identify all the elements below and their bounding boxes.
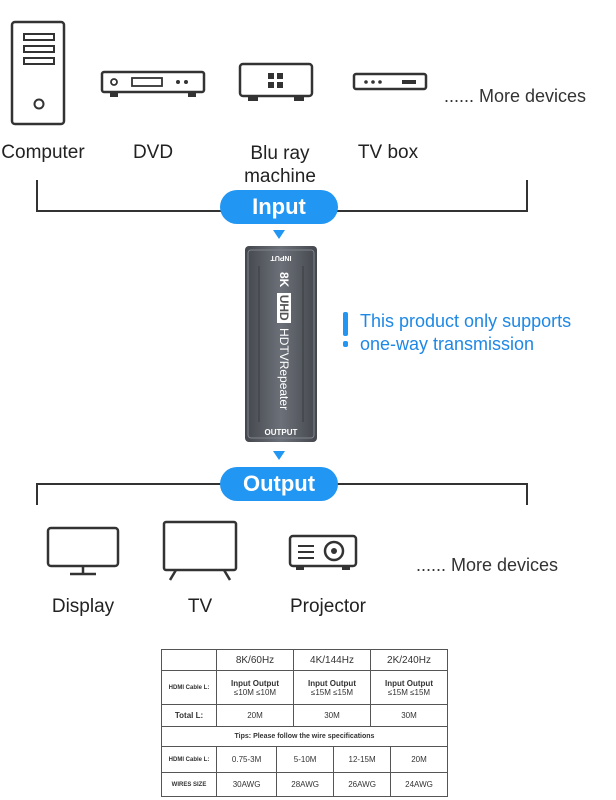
spec-io-4k: Input Output≤15M ≤15M: [293, 670, 371, 705]
monitor-icon: [46, 526, 120, 578]
spec-io-value-2k: ≤15M ≤15M: [387, 687, 431, 697]
spec-io-label-8k: Input Output: [231, 678, 279, 688]
wire-size-2: 28AWG: [276, 772, 335, 797]
note-exclamation-dot: [343, 341, 348, 347]
device-label-display: Display: [51, 596, 115, 617]
spec-mode-8k: 8K/60Hz: [216, 649, 294, 671]
projector-icon: [288, 532, 360, 572]
spec-total-8k: 20M: [216, 704, 294, 727]
spec-io-label-2k: Input Output: [385, 678, 433, 688]
spec-io-value-4k: ≤15M ≤15M: [310, 687, 354, 697]
dvd-player-icon: [100, 70, 206, 100]
output-more-devices: ...... More devices: [416, 555, 559, 575]
spec-total-2k: 30M: [370, 704, 448, 727]
wire-table: HDMI Cable L: 0.75-3M 5-10M 12-15M 20M W…: [161, 746, 448, 797]
spec-mode-4k: 4K/144Hz: [293, 649, 371, 671]
computer-tower-icon: [10, 20, 66, 126]
device-label-tv-box: TV box: [357, 142, 419, 163]
input-arrow-icon: [273, 230, 285, 239]
repeater-model-text: HDTVRepeater: [277, 328, 291, 411]
blu-ray-player-icon: [238, 62, 314, 102]
spec-corner-cell: [161, 649, 217, 671]
spec-io-2k: Input Output≤15M ≤15M: [370, 670, 448, 705]
device-label-blu-ray: Blu ray machine: [244, 143, 316, 187]
device-label-computer: Computer: [1, 142, 85, 163]
repeater-uhd-badge: UHD: [277, 292, 291, 323]
wire-length-4: 20M: [390, 746, 448, 773]
wire-size-label: WIRES SIZE: [161, 772, 217, 797]
wire-length-3: 12-15M: [333, 746, 392, 773]
device-label-dvd: DVD: [132, 142, 174, 163]
wire-size-3: 26AWG: [333, 772, 392, 797]
repeater-input-text: INPUT: [270, 254, 292, 261]
tv-icon: [162, 520, 238, 582]
spec-io-label-4k: Input Output: [308, 678, 356, 688]
spec-tips: Tips: Please follow the wire specificati…: [161, 726, 448, 747]
spec-total-4k: 30M: [293, 704, 371, 727]
output-arrow-icon: [273, 451, 285, 460]
spec-table: 8K/60Hz 4K/144Hz 2K/240Hz HDMI Cable L: …: [161, 649, 448, 747]
repeater-side-label: 8K UHD HDTVRepeater: [274, 272, 294, 412]
device-label-tv: TV: [187, 596, 213, 617]
wire-length-2: 5-10M: [276, 746, 335, 773]
spec-io-value-8k: ≤10M ≤10M: [233, 687, 277, 697]
tv-box-icon: [352, 72, 428, 94]
wire-length-1: 0.75-3M: [215, 746, 278, 773]
output-pill: Output: [220, 467, 338, 501]
spec-io-8k: Input Output≤10M ≤10M: [216, 670, 294, 705]
spec-total-label: Total L:: [161, 704, 217, 727]
repeater-8k-text: 8K: [277, 272, 291, 288]
hdtv-repeater-device: [245, 246, 317, 442]
note-line-1: This product only supports: [360, 311, 572, 331]
note-line-2: one-way transmission: [360, 334, 535, 354]
spec-cable-label: HDMI Cable L:: [161, 670, 217, 705]
wire-cable-label: HDMI Cable L:: [161, 746, 217, 773]
wire-size-4: 24AWG: [390, 772, 448, 797]
input-pill: Input: [220, 190, 338, 224]
device-label-projector: Projector: [289, 596, 367, 617]
spec-mode-2k: 2K/240Hz: [370, 649, 448, 671]
repeater-output-text: OUTPUT: [264, 428, 298, 437]
wire-size-1: 30AWG: [215, 772, 278, 797]
input-more-devices: ...... More devices: [444, 86, 587, 106]
note-exclamation-icon: [343, 312, 348, 336]
